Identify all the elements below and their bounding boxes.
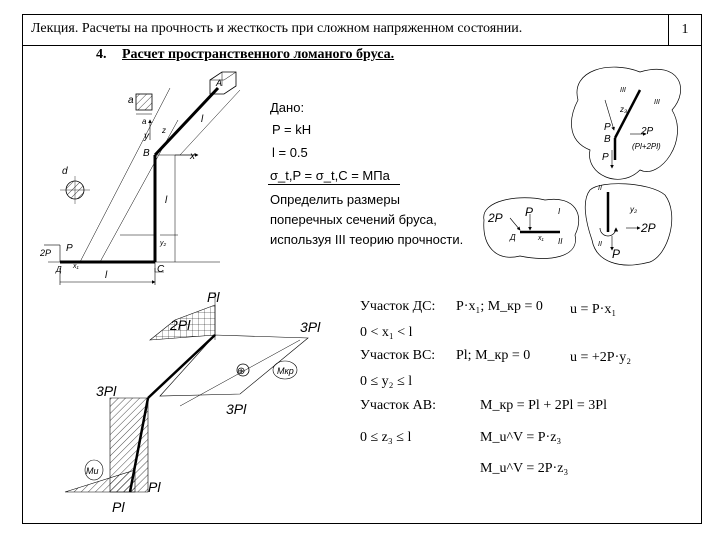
given-l: l = 0.5 <box>272 145 308 160</box>
label-l-ab: l <box>201 114 204 125</box>
sketch-y2: y₂ <box>629 205 637 214</box>
section-number: 4. <box>96 47 107 62</box>
section-bc-range: 0 ≤ y₂ ≤ l <box>360 374 413 389</box>
label-B: B <box>143 148 150 159</box>
page-number-cell: 1 <box>668 15 701 45</box>
sketch-II-c: II <box>598 241 602 248</box>
given-heading: Дано: <box>270 100 305 115</box>
bar-scheme-labels: a a d A B C Д x y z l l l P 2P x₁ y₂ <box>39 78 222 281</box>
sketch-P-d: P <box>612 247 620 261</box>
label-A: A <box>215 78 222 88</box>
section-dc-label: Участок ДС: <box>360 299 436 314</box>
given-p: P = kH <box>272 122 312 137</box>
section-title: 4. Расчет пространственного ломаного бру… <box>96 47 394 63</box>
sketch-2P-b: 2P <box>487 211 503 225</box>
header-row: Лекция. Расчеты на прочность и жесткость… <box>23 15 701 46</box>
moment-Mkp: Mкр <box>277 366 294 376</box>
moment-2Pl: 2Pl <box>169 317 191 333</box>
sketch-III-b: III <box>654 99 660 106</box>
sketch-x1: x₁ <box>537 235 545 242</box>
moment-3Pl-b: 3Pl <box>96 383 117 399</box>
label-d: d <box>62 166 68 177</box>
label-y: y <box>143 131 150 142</box>
given-sigma: σ_t,P = σ_t,C = MПа <box>270 168 390 183</box>
sketch-z3: z₃ <box>619 105 627 114</box>
slide-frame: Лекция. Расчеты на прочность и жесткость… <box>22 14 702 524</box>
sketch-D: Д <box>509 233 516 242</box>
ab-formula-1: M_u^V = P·z₃ <box>480 430 562 445</box>
cut-sketches <box>483 66 681 266</box>
label-l-dc: l <box>105 270 108 281</box>
moment-3Pl-a: 3Pl <box>300 319 321 335</box>
section-bc-eq: Pl; M_кр = 0 <box>456 348 531 363</box>
ab-formula-2: M_u^V = 2P·z₃ <box>480 461 569 476</box>
given-divider <box>268 184 400 185</box>
moment-3Pl-c: 3Pl <box>226 401 247 417</box>
label-x: x <box>189 151 196 162</box>
moment-plus-sign: ⊕ <box>237 366 245 377</box>
sketch-III-a: III <box>620 87 626 94</box>
section-bc-label: Участок ВС: <box>360 348 436 363</box>
moment-Pl-mid: Pl <box>148 479 161 495</box>
label-D: Д <box>55 265 62 274</box>
sketch-II-b: II <box>598 185 602 192</box>
label-y2: y₂ <box>159 240 167 247</box>
section-ab-label: Участок АВ: <box>360 398 436 413</box>
sketch-P-b: P <box>602 152 609 163</box>
label-x1: x₁ <box>72 263 80 270</box>
task-line-2: поперечных сечений бруса, <box>270 212 437 227</box>
moment-diagram-labels: Pl 2Pl 3Pl 3Pl 3Pl Pl Pl Mкр Mu ⊕ <box>86 289 321 515</box>
section-ab-range: 0 ≤ z₃ ≤ l <box>360 430 412 445</box>
label-C: C <box>157 264 165 275</box>
section-dc-extra: u = P·x₁ <box>570 302 617 317</box>
sketch-P-a: P <box>604 122 611 133</box>
sketch-Pl2P: (Pl+2Pl) <box>632 142 661 151</box>
task-line-1: Определить размеры <box>270 192 400 207</box>
label-l-bc: l <box>165 195 168 206</box>
label-z: z <box>161 126 166 135</box>
section-bc-extra: u = +2P·y₂ <box>570 350 632 365</box>
task-line-3: используя III теорию прочности. <box>270 232 464 247</box>
section-dc-range: 0 < x₁ < l <box>360 325 413 340</box>
section-heading: Расчет пространственного ломаного бруса. <box>122 47 395 62</box>
section-dc-eq: P·x₁; M_кр = 0 <box>456 299 543 314</box>
label-P: P <box>66 243 73 254</box>
sketch-II-a: II <box>558 237 563 246</box>
bar-scheme <box>44 71 241 285</box>
label-2P: 2P <box>39 248 51 258</box>
section-ab-eq: M_кр = Pl + 2Pl = 3Pl <box>480 398 607 413</box>
sketch-I-a: I <box>558 207 561 216</box>
lecture-title: Лекция. Расчеты на прочность и жесткость… <box>31 21 523 36</box>
moment-Mu: Mu <box>86 466 99 476</box>
page-number: 1 <box>681 22 689 37</box>
moment-Pl-top: Pl <box>207 289 220 305</box>
label-a-under: a <box>142 117 147 126</box>
label-a-top: a <box>128 95 134 106</box>
sketch-P-c: P <box>525 205 533 219</box>
sketch-2P-a: 2P <box>640 126 654 137</box>
sketch-2P-c: 2P <box>640 221 656 235</box>
sketch-B: B <box>604 134 611 145</box>
moment-diagram <box>64 292 309 493</box>
cut-sketch-labels: III III z₃ B P P 2P (Pl+2Pl) 2P P I II Д… <box>487 87 661 261</box>
moment-Pl-bottom: Pl <box>112 499 125 515</box>
